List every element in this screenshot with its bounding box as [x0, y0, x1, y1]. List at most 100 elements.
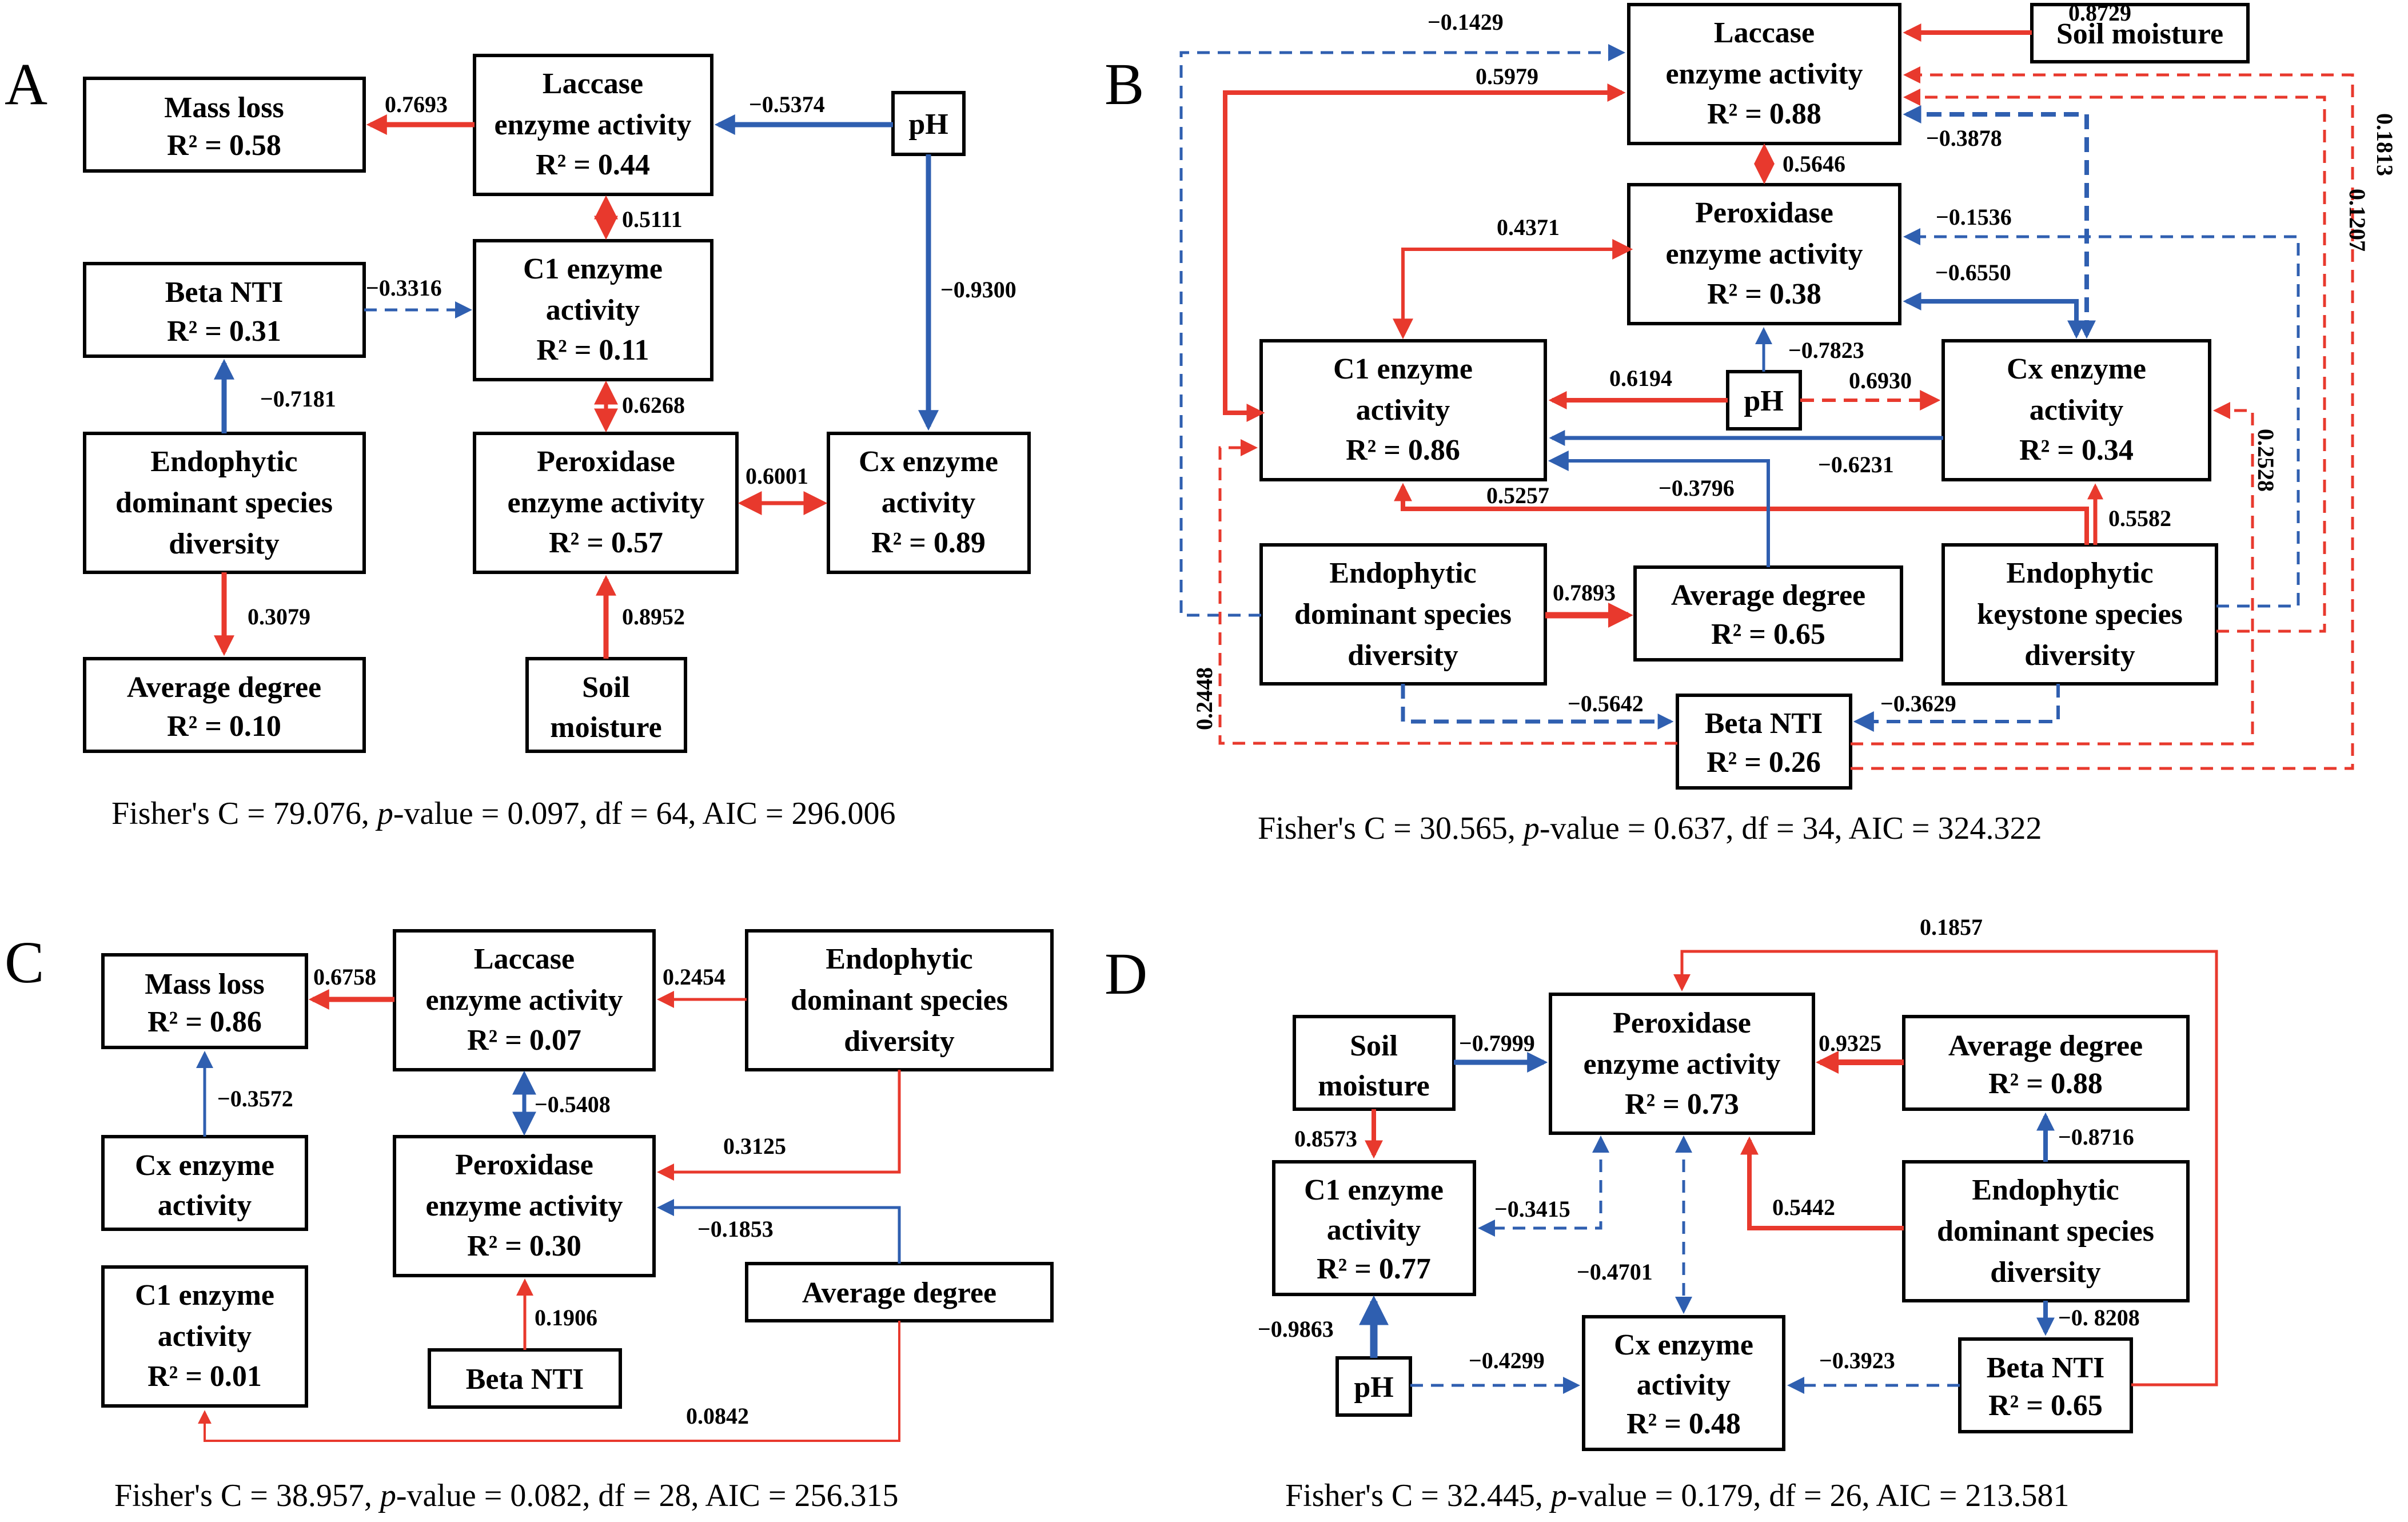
arrow-avg-c1 [1548, 451, 1770, 567]
arrow-key-c1 [1394, 483, 2089, 545]
coef-key-beta: −0.3629 [1880, 691, 1956, 716]
coef-cx-mass: −0.3572 [217, 1086, 293, 1111]
coef-ph-c1: 0.6194 [1609, 365, 1672, 391]
arrow-endo-beta [1401, 684, 1674, 730]
model-fit-stats: Fisher's C = 32.445, p-value = 0.179, df… [1285, 1478, 2070, 1513]
arrow-key-per [1903, 228, 2300, 608]
coef-per-cx: 0.6001 [745, 463, 808, 489]
svg-text:Average degree: Average degree [802, 1277, 996, 1309]
coef-beta-cx: 0.2528 [2253, 429, 2279, 492]
arrow-per-c1 [1393, 239, 1633, 340]
coef-cx-lac: −0.3878 [1926, 125, 2002, 151]
coef-beta-per: 0.1857 [1920, 914, 1983, 940]
coef-beta-c1: −0.3316 [366, 275, 442, 301]
coef-lac-per: −0.5408 [535, 1091, 611, 1117]
coef-cx-c1: −0.6231 [1818, 452, 1894, 477]
arrow-beta-per [1673, 950, 2218, 1386]
coef-endo-beta: −0.5642 [1568, 691, 1644, 716]
coef-endo-lac: −0.1429 [1428, 9, 1504, 35]
coef-avg-per: −0.1853 [697, 1216, 774, 1242]
arrow-c1-lac [1223, 83, 1626, 422]
panel-label: D [1105, 941, 1147, 1007]
coef-ph-c1: −0.9863 [1258, 1316, 1334, 1342]
coef-beta-c1: 0.2448 [1191, 667, 1217, 730]
coef-avg-c1: −0.3796 [1659, 475, 1735, 501]
coef-ph-cx: −0.9300 [940, 277, 1016, 302]
model-fit-stats: Fisher's C = 30.565, p-value = 0.637, df… [1258, 811, 2042, 846]
node-ph: pH [891, 91, 966, 156]
coef-ph-per: −0.7823 [1788, 337, 1864, 363]
coef-avg-per: 0.9325 [1819, 1030, 1881, 1056]
coef-key-c1: 0.5257 [1486, 483, 1549, 508]
panel-label: C [5, 930, 44, 995]
node-ph: pH [1726, 370, 1802, 431]
model-fit-stats: Fisher's C = 79.076, p-value = 0.097, df… [111, 796, 896, 831]
coef-endo-per: 0.5442 [1772, 1194, 1835, 1220]
coef-ph-lac: −0.5374 [749, 91, 825, 117]
coef-endo-beta: −0.7181 [260, 386, 336, 412]
coef-per-c1: 0.4371 [1497, 214, 1560, 240]
node-average-degree: Average degree [745, 1262, 1054, 1322]
arrow-per-c1 [1478, 1135, 1609, 1237]
coef-key-cx: 0.5582 [2108, 505, 2171, 531]
arrow-beta-cx [1851, 402, 2254, 746]
arrow-avg-per [657, 1199, 901, 1264]
coef-cx-per: −0.6550 [1935, 260, 2011, 285]
coef-c1-lac: 0.5979 [1476, 63, 1538, 89]
coef-key-lac: 0.1207 [2345, 189, 2370, 252]
coef-beta-lac: 0.1813 [2372, 113, 2398, 176]
coef-beta-per: 0.1906 [535, 1305, 597, 1330]
coef-c1-per: 0.6268 [622, 392, 685, 418]
arrow-beta-c1 [1218, 439, 1677, 745]
arrow-cx-per [1903, 292, 2086, 339]
svg-text:Beta NTI: Beta NTI [466, 1363, 584, 1396]
coef-endo-avg: 0.3079 [248, 604, 310, 629]
svg-text:Soil moisture: Soil moisture [2056, 18, 2223, 50]
coef-endo-lac: 0.2454 [663, 964, 725, 990]
svg-text:pH: pH [908, 108, 948, 141]
svg-text:pH: pH [1354, 1371, 1393, 1404]
node-ph: pH [1335, 1356, 1412, 1417]
